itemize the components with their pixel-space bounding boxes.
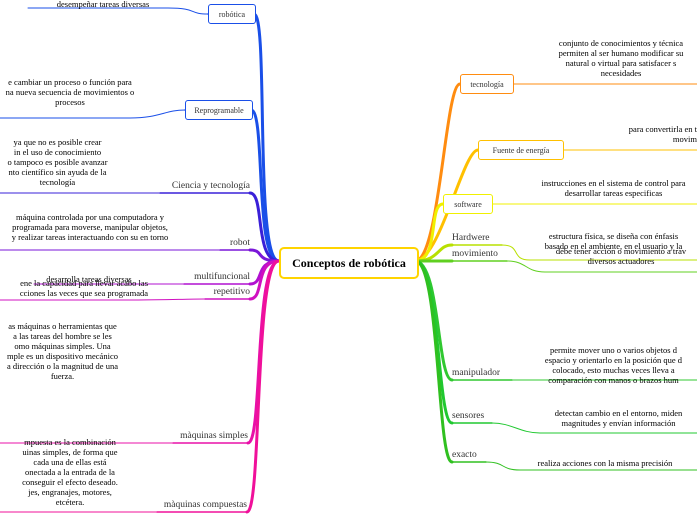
branch-tecnologia [413,82,462,263]
desc-multifuncional-line: desarrolla tareas diversas [46,274,132,284]
desc-compuestas-line: conseguir el efecto deseado. [22,477,118,487]
branch-robotica [252,12,281,263]
desc-simples-line: omo máquinas simples. Una [14,341,111,351]
topic-tecnologia[interactable]: tecnología [460,74,514,94]
desc-simples-line: a las tareas del hombre se les [13,331,112,341]
branch-compuestas [245,259,281,514]
topic-robotica[interactable]: robótica [208,4,256,24]
desc-software-line: desarrollar tareas especificas [564,188,663,198]
desc-movimiento-line: debe tener acción o movimiento a trav [555,246,687,256]
desc-sensores-line: detectan cambio en el entorno, miden [554,408,683,418]
desc-connector-sensores [491,422,541,434]
desc-compuestas-line: etcétera. [55,497,85,507]
topic-software[interactable]: software [443,194,493,214]
topic-reprogramable[interactable]: Reprogramable [185,100,253,120]
desc-repetitivo-line: ene la capacidad para llevar acabo las [20,278,148,288]
desc-compuestas-line: onectada a la entrada de la [25,467,115,477]
desc-hardware-line: estructura física, se diseña con énfasis [548,231,679,241]
topic-sensores[interactable]: sensores [452,411,485,421]
topic-manipulador[interactable]: manipulador [452,368,501,378]
desc-ciencia-line: o tampoco es posible avanzar [7,157,108,167]
topic-simples[interactable]: màquinas simples [180,431,248,441]
topic-repetitivo[interactable]: repetitivo [213,287,250,297]
desc-software: instrucciones en el sistema de control p… [530,178,697,198]
desc-connector-repetitivo [137,298,206,301]
desc-reprogramable-line: na nueva secuencia de movimientos o [5,87,135,97]
branch-simples [246,259,281,445]
desc-sensores-line: magnitudes y envían información [561,418,676,428]
desc-connector-movimiento [506,260,546,273]
desc-robot-line: y realizar tareas interactuando con su e… [11,232,169,242]
desc-software-line: instrucciones en el sistema de control p… [541,178,686,188]
desc-connector-robotica [167,7,209,15]
desc-compuestas-line: mpuesta es la combinación [24,437,116,447]
desc-repetitivo-line: cciones las veces que sea programada [19,288,148,298]
desc-simples-line: fuerza. [50,371,75,381]
topic-movimiento[interactable]: movimiento [452,249,498,259]
topic-robot[interactable]: robot [229,238,250,248]
branch-reprogramable [249,108,281,263]
desc-ciencia-line: ya que no es posible crear [13,137,102,147]
desc-robot: máquina controlada por una computadora y… [0,212,180,242]
desc-ciencia-line: tecnología [39,177,76,187]
desc-robotica-line: desempeñar tareas diversas [56,0,150,9]
desc-simples-line: a dirección o la magnitud de una [7,361,118,371]
desc-simples-line: as máquinas o herramientas que [8,321,117,331]
desc-tecnologia-line: permiten al ser humano modificar su [558,48,684,58]
desc-manipulador-line: comparación con manos o brazos hum [548,375,679,385]
desc-compuestas-line: uinas simples, de forma que [22,447,118,457]
desc-manipulador-line: colocado, esto muchas veces lleva a [552,365,675,375]
desc-fuente-line: para convertirla en t [628,124,697,134]
topic-exacto[interactable]: exacto [452,450,477,460]
topic-compuestas[interactable]: màquinas compuestas [163,500,247,510]
desc-manipulador-line: espacio y orientarlo en la posición que … [544,355,683,365]
desc-compuestas-line: jes, engranajes, motores, [28,487,112,497]
topic-ciencia[interactable]: Ciencia y tecnología [171,181,250,191]
branch-repetitivo [248,259,281,301]
desc-fuente-line: movim [672,134,697,144]
desc-exacto: realiza acciones con la misma precisión [520,458,690,468]
branch-exacto [413,259,454,464]
topic-multifuncional[interactable]: multifuncional [194,272,250,282]
desc-simples-line: mple es un dispositivo mecánico [7,351,118,361]
desc-robot-line: programada para moverse, manipular objet… [12,222,168,232]
desc-tecnologia-line: natural o virtual para satisfacer s [565,58,677,68]
desc-tecnologia-line: necesidades [600,68,642,78]
desc-connector-hardware [501,244,531,261]
desc-hardware: estructura física, se diseña con énfasis… [530,231,697,251]
desc-reprogramable-line: procesos [55,97,85,107]
desc-hardware-line: basado en el ambiente, en el usuario y l… [544,241,683,251]
topic-fuente[interactable]: Fuente de energía [478,140,564,160]
desc-robot-line: máquina controlada por una computadora y [16,212,164,222]
desc-exacto-line: realiza acciones con la misma precisión [537,458,673,468]
central-topic[interactable]: Conceptos de robótica [279,247,419,279]
desc-robotica: desempeñar tareas diversas [28,0,178,9]
topic-hardware[interactable]: Hardwere [452,233,490,243]
desc-compuestas-line: cada una de ellas está [33,457,107,467]
desc-connector-reprogramable [129,109,186,119]
desc-tecnologia-line: conjunto de conocimientos y técnica [558,38,684,48]
desc-connector-exacto [485,461,521,471]
desc-movimiento-line: diversos actuadores [587,256,655,266]
desc-manipulador-line: permite mover uno o varios objetos d [549,345,677,355]
desc-multifuncional: desarrolla tareas diversas [34,274,144,284]
desc-ciencia-line: nto científico sin ayuda de la [8,167,107,177]
desc-ciencia-line: in el uso de conocimiento [13,147,102,157]
branch-ciencia [248,191,281,263]
desc-reprogramable-line: e cambiar un proceso o función para [8,77,132,87]
branch-sensores [413,259,454,425]
